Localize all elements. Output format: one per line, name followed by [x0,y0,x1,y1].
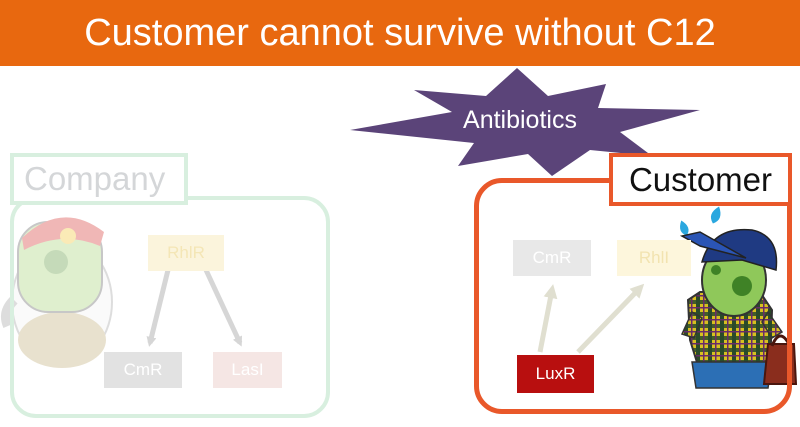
customer-gene-cmr: CmR [513,240,591,276]
page-title: Customer cannot survive without C12 [84,11,716,54]
antibiotics-starburst [350,68,700,176]
customer-mascot [679,206,798,389]
company-arrows [146,268,243,347]
company-gene-cmr: CmR [104,352,182,388]
company-gene-rhlr: RhlR [148,235,224,271]
company-mascot [1,217,113,368]
customer-label: Customer [609,153,792,206]
title-bar: Customer cannot survive without C12 [0,0,800,66]
customer-gene-rhli: RhlI [617,240,691,276]
company-gene-lasi: LasI [213,352,282,388]
company-label: Company [10,153,188,205]
antibiotics-label: Antibiotics [463,106,577,134]
customer-gene-luxr: LuxR [517,355,594,393]
customer-arrows [537,283,645,354]
